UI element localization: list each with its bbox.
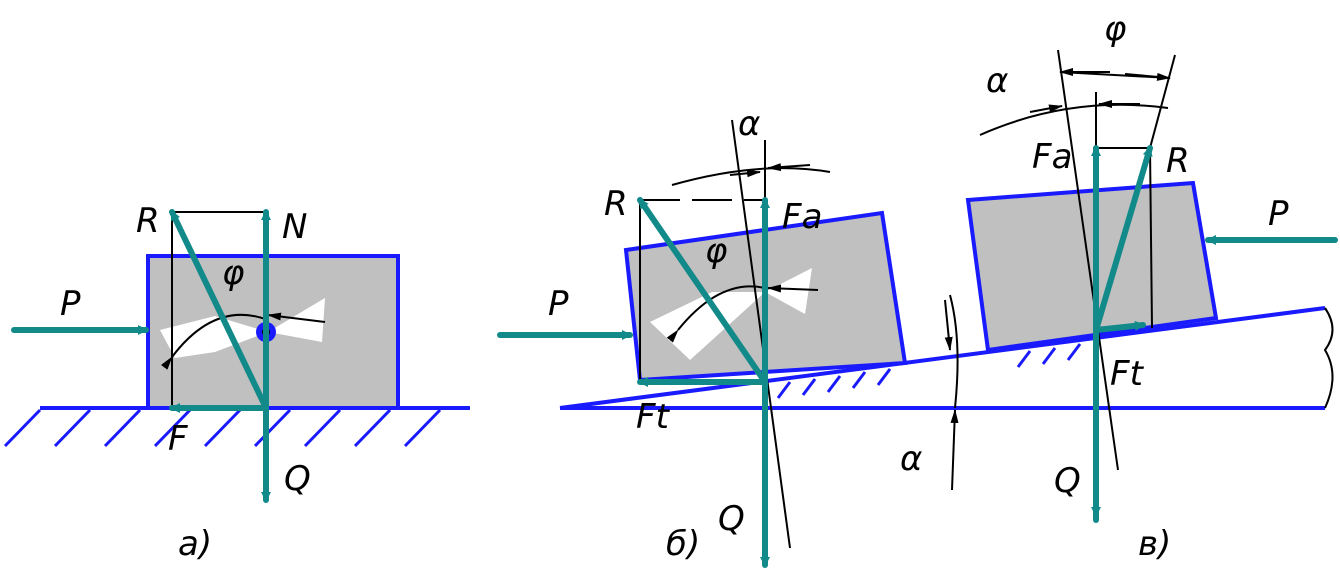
construction-line bbox=[767, 284, 819, 293]
incline-hatch-c bbox=[1016, 343, 1082, 368]
label-slope-alpha: α bbox=[900, 439, 922, 479]
label-Fa-c: Fa bbox=[1032, 137, 1072, 177]
label-Ft-c: Ft bbox=[1110, 354, 1145, 394]
panel-c: R Fa P Ft Q φ α в) bbox=[965, 9, 1338, 564]
construction-line bbox=[950, 409, 959, 491]
caption-c: в) bbox=[1138, 524, 1171, 564]
ground-hatch-a bbox=[3, 408, 442, 448]
construction-line bbox=[729, 169, 761, 178]
label-phi-a: φ bbox=[222, 253, 245, 293]
break-line bbox=[1323, 307, 1334, 409]
block-c bbox=[965, 180, 1219, 353]
construction-line bbox=[944, 299, 953, 351]
incline-surface: α bbox=[559, 294, 1334, 491]
label-P-c: P bbox=[1268, 194, 1289, 234]
construction-line bbox=[267, 312, 326, 323]
phi-arc-b bbox=[666, 285, 766, 343]
label-R-a: R bbox=[136, 201, 160, 241]
panel-b: R Fa P Ft Q φ α б) bbox=[497, 104, 908, 568]
label-alpha-b: α bbox=[738, 104, 760, 144]
slope-angle-arc bbox=[949, 294, 959, 409]
label-P-b: P bbox=[548, 284, 569, 324]
incline-line bbox=[559, 306, 1326, 410]
label-Ft-b: Ft bbox=[636, 397, 671, 437]
white-patch-a1 bbox=[160, 316, 268, 358]
alpha-arc-c bbox=[979, 103, 1169, 136]
caption-b: б) bbox=[666, 524, 700, 564]
label-N-a: N bbox=[282, 207, 307, 247]
white-patch-b2 bbox=[765, 268, 812, 314]
construction-line bbox=[767, 163, 811, 172]
label-P-a: P bbox=[60, 284, 81, 324]
force-Ft-c bbox=[1093, 320, 1146, 333]
incline-hatch-b bbox=[776, 368, 892, 399]
label-R-c: R bbox=[1166, 141, 1190, 181]
phi-arc-a bbox=[160, 313, 269, 370]
normal-line-b bbox=[731, 119, 791, 549]
phi-line-c bbox=[1149, 54, 1176, 149]
force-R-a bbox=[169, 209, 269, 411]
label-F-a: F bbox=[168, 419, 188, 459]
force-R-b bbox=[637, 197, 768, 385]
caption-a: а) bbox=[178, 524, 212, 564]
label-Q-b: Q bbox=[718, 499, 745, 539]
construction-line bbox=[1124, 72, 1171, 81]
label-Fa-b: Fa bbox=[782, 197, 822, 237]
white-patch-b1 bbox=[650, 292, 765, 360]
construction-line bbox=[1029, 104, 1063, 113]
label-Q-c: Q bbox=[1054, 461, 1081, 501]
force-R-c bbox=[1093, 145, 1153, 333]
label-Q-a: Q bbox=[284, 459, 311, 499]
label-alpha-c: α bbox=[986, 61, 1008, 101]
label-phi-b: φ bbox=[705, 231, 728, 271]
panel-a: R N P F Q φ а) bbox=[3, 201, 470, 564]
label-phi-c: φ bbox=[1104, 9, 1127, 49]
construction-line bbox=[1149, 147, 1153, 329]
alpha-arc-b bbox=[671, 167, 831, 186]
normal-line-c bbox=[1057, 49, 1119, 471]
label-R-b: R bbox=[604, 184, 628, 224]
white-patch-a2 bbox=[268, 298, 325, 342]
